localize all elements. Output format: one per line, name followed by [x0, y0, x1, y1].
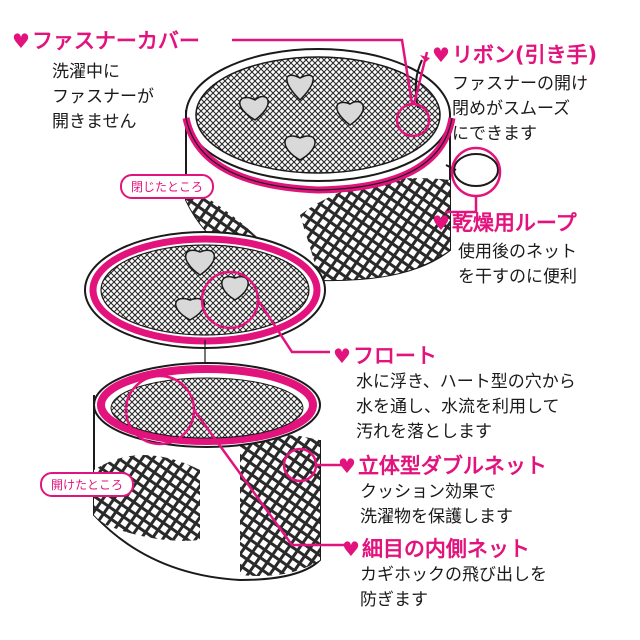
feature-desc-double-net: クッション効果で 洗濯物を保護します	[360, 482, 513, 527]
heart-icon: ♥	[338, 454, 356, 478]
feature-desc-drying-loop: 使用後のネット を干すのに便利	[458, 242, 577, 287]
opened-state-label: 開けたところ	[40, 472, 135, 497]
feature-desc-ribbon: ファスナーの開け 閉めがスムーズ にできます	[452, 74, 588, 144]
feature-desc-inner-net: カギホックの飛び出しを 防ぎます	[360, 565, 547, 610]
heart-icon: ♥	[342, 537, 360, 561]
heart-icon: ♥	[12, 29, 30, 53]
feature-title-ribbon: ♥リボン(引き手)	[432, 43, 598, 67]
feature-desc-zipper-cover: 洗濯中に ファスナーが 開きません	[52, 62, 154, 132]
heart-icon: ♥	[432, 43, 450, 67]
leader-lines	[192, 38, 478, 547]
heart-icon: ♥	[432, 211, 450, 235]
feature-title-double-net: ♥立体型ダブルネット	[338, 454, 547, 478]
feature-title-drying-loop: ♥乾燥用ループ	[432, 211, 577, 235]
feature-title-float: ♥フロート	[333, 344, 437, 368]
closed-state-label: 閉じたところ	[120, 174, 215, 199]
heart-icon: ♥	[333, 344, 351, 368]
feature-title-inner-net: ♥細目の内側ネット	[342, 537, 530, 561]
feature-desc-float: 水に浮き、ハート型の穴から 水を通し、水流を利用して 汚れを落とします	[356, 372, 576, 442]
opened-net-unit	[93, 362, 321, 582]
feature-title-zipper-cover: ♥ファスナーカバー	[12, 29, 200, 53]
